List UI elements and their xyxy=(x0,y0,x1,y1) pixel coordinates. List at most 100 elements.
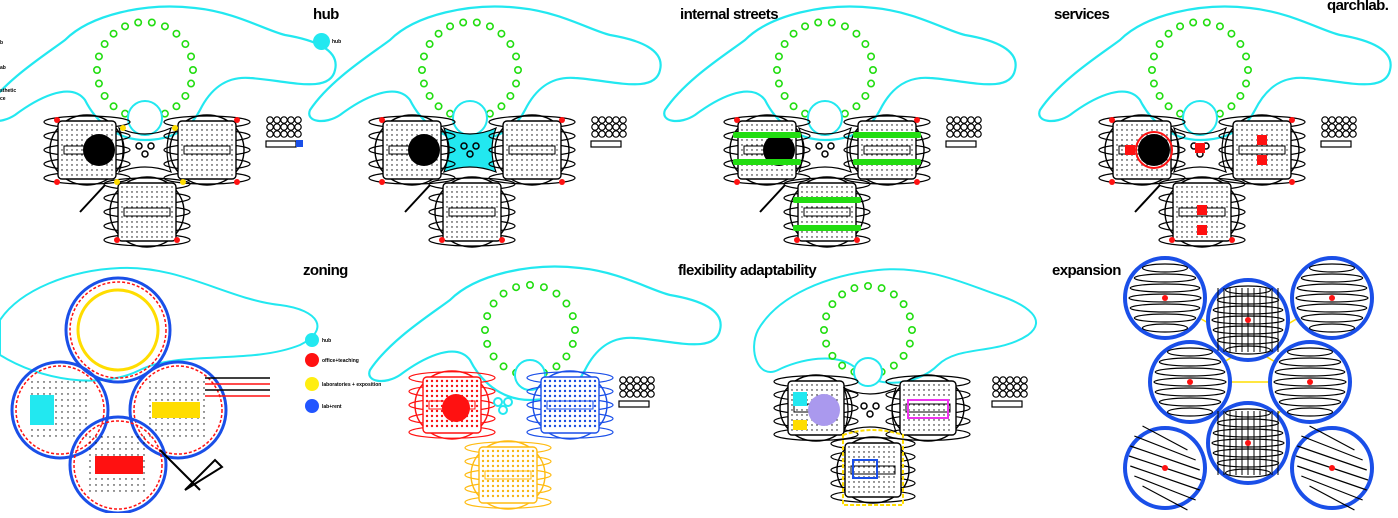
structure-dot xyxy=(846,186,848,188)
structure-dot xyxy=(31,393,33,395)
structure-dot xyxy=(446,221,448,223)
structure-dot xyxy=(923,424,925,426)
hub-stair xyxy=(827,142,835,150)
structure-dot xyxy=(1151,174,1153,176)
structure-dot xyxy=(501,464,505,468)
structure-dot xyxy=(85,411,87,413)
structure-dot xyxy=(66,134,68,136)
internal-street xyxy=(793,225,861,231)
structure-dot xyxy=(568,414,572,418)
structure-dot xyxy=(456,201,458,203)
structure-dot xyxy=(1186,231,1188,233)
structure-dot xyxy=(401,139,403,141)
structure-dot xyxy=(185,387,187,389)
structure-dot xyxy=(1266,124,1268,126)
structure-dot xyxy=(911,154,913,156)
structure-dot xyxy=(231,139,233,141)
module-rib xyxy=(1309,485,1355,511)
structure-dot xyxy=(1216,236,1218,238)
structure-dot xyxy=(1241,164,1243,166)
structure-dot xyxy=(746,154,748,156)
ring-node xyxy=(838,290,847,299)
ring-node xyxy=(562,299,571,308)
structure-dot xyxy=(470,409,474,413)
structure-dot xyxy=(156,201,158,203)
structure-dot xyxy=(526,474,530,478)
edge-marker xyxy=(54,117,60,123)
structure-dot xyxy=(1191,226,1193,228)
structure-dot xyxy=(866,139,868,141)
structure-dot xyxy=(1271,164,1273,166)
ring-node xyxy=(1215,22,1224,31)
structure-dot xyxy=(558,414,562,418)
structure-dot xyxy=(851,211,853,213)
structure-dot xyxy=(1226,236,1228,238)
structure-dot xyxy=(67,393,69,395)
pod-shell xyxy=(169,114,245,186)
structure-dot xyxy=(903,389,905,391)
structure-dot xyxy=(121,221,123,223)
structure-dot xyxy=(511,124,513,126)
structure-dot xyxy=(863,451,865,453)
structure-dot xyxy=(161,206,163,208)
structure-dot xyxy=(766,129,768,131)
structure-dot xyxy=(556,129,558,131)
site-module xyxy=(626,376,634,384)
structure-dot xyxy=(66,154,68,156)
structure-dot xyxy=(1286,129,1288,131)
structure-dot xyxy=(71,159,73,161)
structure-dot xyxy=(121,201,123,203)
structure-dot xyxy=(119,442,121,444)
structure-dot xyxy=(546,124,548,126)
structure-dot xyxy=(131,211,133,213)
structure-dot xyxy=(588,414,592,418)
structure-dot xyxy=(821,191,823,193)
structure-dot xyxy=(396,124,398,126)
structure-dot xyxy=(71,124,73,126)
structure-dot xyxy=(1241,149,1243,151)
site-module xyxy=(266,116,274,124)
ring-node xyxy=(850,284,859,293)
structure-dot xyxy=(516,129,518,131)
structure-dot xyxy=(171,196,173,198)
site-module xyxy=(294,130,302,138)
structure-dot xyxy=(143,454,145,456)
structure-dot xyxy=(568,424,572,428)
flexibility-title: flexibility adaptability xyxy=(678,262,817,279)
structure-dot xyxy=(119,484,121,486)
structure-dot xyxy=(465,424,469,428)
structure-dot xyxy=(95,484,97,486)
structure-dot xyxy=(541,139,543,141)
internal-street xyxy=(733,159,801,165)
structure-dot xyxy=(1146,129,1148,131)
structure-dot xyxy=(886,174,888,176)
structure-dot xyxy=(851,231,853,233)
structure-dot xyxy=(137,484,139,486)
structure-dot xyxy=(923,404,925,406)
auditorium xyxy=(763,134,795,166)
structure-dot xyxy=(913,394,915,396)
site-module xyxy=(1020,376,1028,384)
structure-dot xyxy=(1166,134,1168,136)
site-module xyxy=(946,123,954,131)
structure-dot xyxy=(781,174,783,176)
structure-dot xyxy=(496,226,498,228)
structure-dot xyxy=(568,404,572,408)
structure-dot xyxy=(943,424,945,426)
structure-dot xyxy=(1281,139,1283,141)
structure-dot xyxy=(1236,124,1238,126)
structure-dot xyxy=(536,169,538,171)
structure-dot xyxy=(76,164,78,166)
structure-dot xyxy=(923,429,925,431)
structure-dot xyxy=(491,221,493,223)
structure-dot xyxy=(486,201,488,203)
structure-dot xyxy=(221,129,223,131)
structure-dot xyxy=(430,379,434,383)
structure-dot xyxy=(476,211,478,213)
structure-dot xyxy=(391,154,393,156)
structure-dot xyxy=(1146,169,1148,171)
structure-dot xyxy=(1181,231,1183,233)
module-rib xyxy=(1301,435,1363,461)
access-ramp xyxy=(759,184,786,213)
structure-dot xyxy=(436,124,438,126)
